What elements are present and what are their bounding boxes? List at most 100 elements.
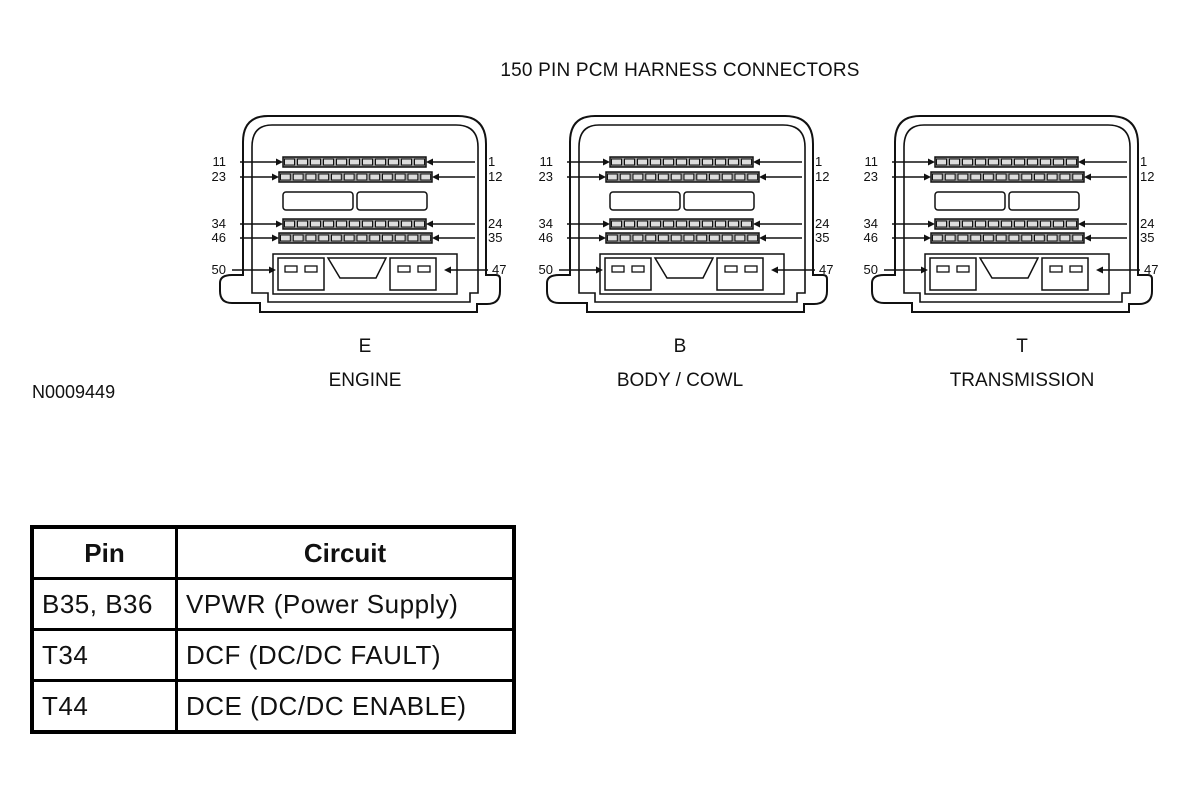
arrow-head <box>1084 234 1091 242</box>
key-slot-right <box>1008 191 1080 211</box>
power-section <box>924 253 1110 295</box>
pin-number-label: 47 <box>1144 262 1158 277</box>
arrow-head <box>432 234 439 242</box>
pin <box>721 173 733 181</box>
arrow-head <box>924 173 931 181</box>
pin <box>670 173 682 181</box>
pin <box>944 173 956 181</box>
pin <box>983 173 994 181</box>
cell-pin: T44 <box>30 679 178 734</box>
pin <box>388 158 399 166</box>
power-terminal-left <box>929 257 977 291</box>
pin <box>297 158 308 166</box>
pin <box>696 173 708 181</box>
pin <box>401 158 412 166</box>
pin <box>1008 173 1020 181</box>
pin <box>318 173 330 181</box>
connector-outer-housing <box>546 115 828 313</box>
power-key-wedge <box>653 257 715 279</box>
pin <box>407 234 419 242</box>
power-pin <box>936 265 950 273</box>
pin <box>1014 158 1025 166</box>
pin <box>310 220 321 228</box>
cell-pin: B35, B36 <box>30 577 178 631</box>
pin <box>619 173 631 181</box>
connector-name-transmission: TRANSMISSION <box>950 370 1095 391</box>
pin <box>407 173 419 181</box>
pin <box>1040 158 1051 166</box>
connector-letter-body: B <box>674 336 687 357</box>
pin <box>975 158 986 166</box>
pin <box>658 173 669 181</box>
power-pin <box>631 265 645 273</box>
pin <box>420 234 432 242</box>
pin-number-label: 35 <box>815 230 829 245</box>
pin-number-label: 12 <box>815 169 829 184</box>
pin <box>343 173 355 181</box>
pin <box>1066 220 1077 228</box>
pin <box>995 173 1007 181</box>
pin <box>637 220 648 228</box>
pin <box>362 158 373 166</box>
pin <box>949 158 960 166</box>
arrow-head <box>272 234 279 242</box>
pin <box>970 173 982 181</box>
arrow-head <box>759 234 766 242</box>
pin <box>1021 234 1033 242</box>
pin-number-label: 35 <box>1140 230 1154 245</box>
pin <box>988 158 999 166</box>
pin <box>323 158 334 166</box>
power-pin <box>956 265 970 273</box>
pin <box>721 234 733 242</box>
pin <box>1046 234 1058 242</box>
power-key-wedge <box>326 257 388 279</box>
arrow-head <box>924 234 931 242</box>
pin <box>747 234 759 242</box>
arrow-head <box>276 220 283 228</box>
connector-inner-housing <box>251 124 479 303</box>
pin <box>689 220 700 228</box>
pin <box>420 173 432 181</box>
pin <box>637 158 648 166</box>
arrow-head <box>599 234 606 242</box>
pin <box>1001 158 1012 166</box>
pin <box>280 234 291 242</box>
pin <box>607 173 618 181</box>
pin-number-label: 46 <box>864 230 878 245</box>
pin <box>645 173 657 181</box>
power-terminal-right <box>1041 257 1089 291</box>
pin <box>676 158 687 166</box>
arrow-head <box>603 158 610 166</box>
arrow-head <box>603 220 610 228</box>
pin <box>1059 234 1071 242</box>
power-pin <box>397 265 411 273</box>
pin <box>957 234 969 242</box>
power-pin <box>304 265 318 273</box>
pin <box>369 173 381 181</box>
pin <box>1014 220 1025 228</box>
connector-name-body: BODY / COWL <box>617 370 743 391</box>
pin <box>709 173 720 181</box>
pin <box>362 220 373 228</box>
pin <box>1066 158 1077 166</box>
key-slot-left <box>609 191 681 211</box>
pin <box>932 234 943 242</box>
pin-number-label: 34 <box>212 216 226 231</box>
connector-outer-housing <box>871 115 1153 313</box>
pin <box>356 234 368 242</box>
connector-name-engine: ENGINE <box>329 370 402 391</box>
pin <box>336 158 347 166</box>
pin <box>624 158 635 166</box>
power-pin <box>284 265 298 273</box>
pin <box>280 173 291 181</box>
pin <box>747 173 759 181</box>
pin <box>375 220 386 228</box>
pin <box>975 220 986 228</box>
pin <box>1027 220 1038 228</box>
pin <box>1021 173 1033 181</box>
pin <box>709 234 720 242</box>
pin <box>1034 173 1045 181</box>
connector-inner-housing <box>903 124 1131 303</box>
key-slot-right <box>356 191 428 211</box>
